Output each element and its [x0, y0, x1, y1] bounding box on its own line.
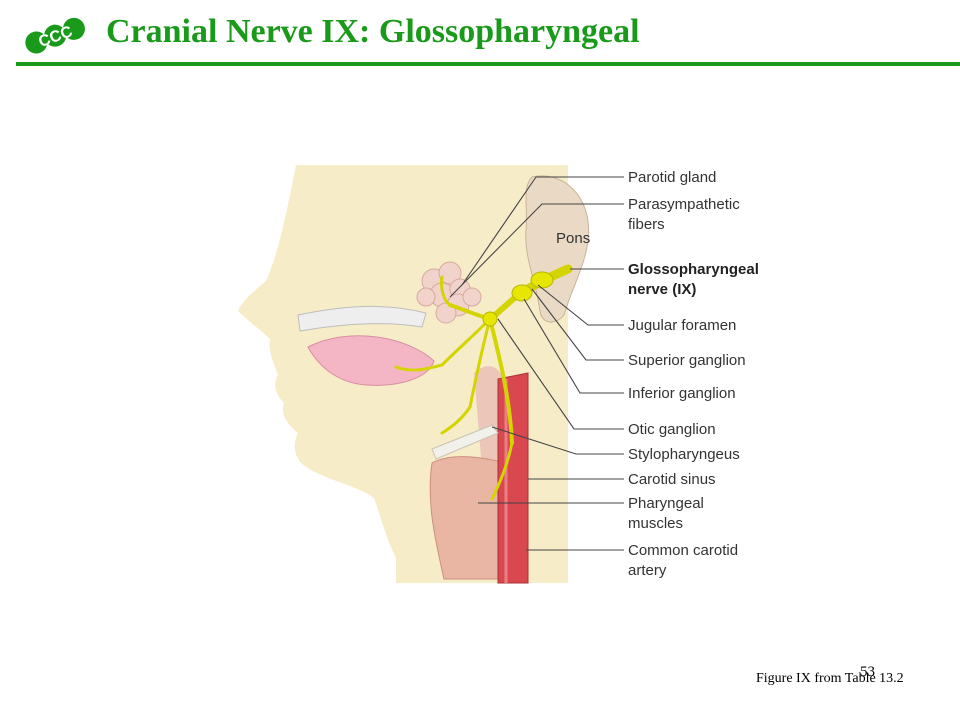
slide-title: Cranial Nerve IX: Glossopharyngeal — [106, 13, 640, 50]
title-underline — [16, 62, 960, 66]
label-parotid-gland: Parotid gland — [628, 169, 716, 186]
label-jugular-foramen: Jugular foramen — [628, 317, 736, 334]
page-number: 53 — [860, 664, 875, 680]
stylopharyngeus — [431, 424, 499, 460]
tongue — [307, 335, 435, 386]
label-superior-ganglion: Superior ganglion — [628, 352, 746, 369]
otic-ganglion — [482, 311, 498, 327]
label-stylopharyngeus: Stylopharyngeus — [628, 446, 740, 463]
figure-caption: Figure IX from Table 13.2 — [756, 671, 904, 686]
label-inferior-ganglion: Inferior ganglion — [628, 385, 736, 402]
leader-lines — [449, 176, 624, 551]
inferior-ganglion — [511, 284, 533, 302]
palate — [297, 305, 427, 332]
pharyngeal-muscles — [429, 456, 513, 580]
pons-label: Pons — [556, 230, 590, 247]
label-carotid-sinus: Carotid sinus — [628, 471, 716, 488]
label-otic-ganglion: Otic ganglion — [628, 421, 716, 438]
superior-ganglion — [530, 271, 554, 289]
college-logo: CCC — [18, 10, 96, 60]
logo-text: CCC — [36, 23, 75, 51]
